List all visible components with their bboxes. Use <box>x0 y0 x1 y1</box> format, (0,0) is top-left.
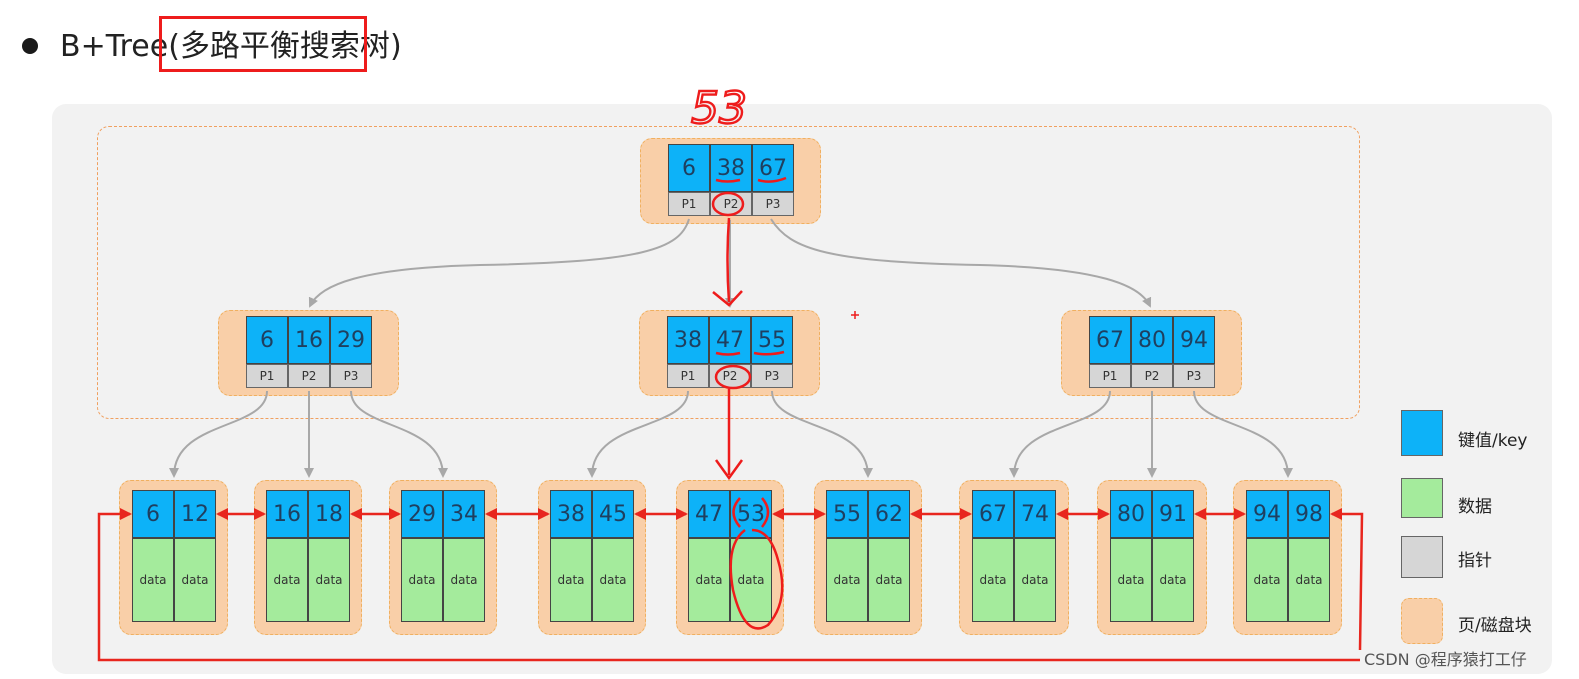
pointer-cell: P3 <box>330 364 372 388</box>
pointer-cell: P3 <box>751 364 793 388</box>
leaf-data-cell: data <box>826 538 868 622</box>
title-highlight: 多路平衡搜索树 <box>179 29 390 64</box>
leaf-data-cell: data <box>401 538 443 622</box>
pointer-cell: P1 <box>246 364 288 388</box>
leaf-links <box>97 508 1364 662</box>
leaf-key-cell: 91 <box>1152 490 1194 538</box>
leaf-data-cell: data <box>308 538 350 622</box>
key-cell: 29 <box>330 316 372 364</box>
leaf-key-cell: 98 <box>1288 490 1330 538</box>
edge-internal-2-p3 <box>1193 390 1293 478</box>
leaf-data-cell: data <box>730 538 772 622</box>
edge-internal-1-p1 <box>587 390 689 478</box>
pointer-cell: P2 <box>1131 364 1173 388</box>
legend-swatch-data <box>1401 478 1443 518</box>
key-cell: 38 <box>710 144 752 192</box>
pointer-cell: P1 <box>1089 364 1131 388</box>
tree-edges <box>169 218 1293 478</box>
leaf-data-cell: data <box>1288 538 1330 622</box>
crosshair-icon <box>851 311 859 319</box>
pointer-cell: P3 <box>1173 364 1215 388</box>
leaf-data-cell: data <box>1152 538 1194 622</box>
red-arrowhead-1 <box>712 290 743 307</box>
underline-38 <box>715 178 741 183</box>
underline-55 <box>753 350 785 356</box>
watermark: CSDN @程序猿打工仔 <box>1364 650 1527 669</box>
paren-53 <box>732 497 770 528</box>
legend-swatch-page <box>1401 598 1443 644</box>
key-cell: 67 <box>752 144 794 192</box>
key-cell: 94 <box>1173 316 1215 364</box>
leaf-data-cell: data <box>550 538 592 622</box>
key-cell: 6 <box>668 144 710 192</box>
leaf-key-cell: 67 <box>972 490 1014 538</box>
leaf-data-cell: data <box>592 538 634 622</box>
leaf-key-cell: 45 <box>592 490 634 538</box>
leaf-key-cell: 47 <box>688 490 730 538</box>
edge-root-p1 <box>308 218 690 308</box>
leaf-key-cell: 53 <box>730 490 772 538</box>
edge-internal-1-p3 <box>771 390 873 478</box>
bullet-icon <box>22 38 38 54</box>
leaf-key-cell: 62 <box>868 490 910 538</box>
legend-label-key: 键值/key <box>1458 431 1528 451</box>
pointer-cell: P1 <box>667 364 709 388</box>
key-cell: 38 <box>667 316 709 364</box>
leaf-data-cell: data <box>443 538 485 622</box>
pointer-cell: P3 <box>752 192 794 216</box>
legend-swatch-key <box>1401 410 1443 456</box>
underline-67 <box>757 176 787 183</box>
leaf-data-cell: data <box>174 538 216 622</box>
leaf-key-cell: 74 <box>1014 490 1056 538</box>
key-cell: 80 <box>1131 316 1173 364</box>
key-cell: 6 <box>246 316 288 364</box>
leaf-data-cell: data <box>868 538 910 622</box>
handwritten-annotations: 53 <box>690 82 859 630</box>
leaf-key-cell: 80 <box>1110 490 1152 538</box>
edge-root-p3 <box>770 218 1152 308</box>
leaf-key-cell: 38 <box>550 490 592 538</box>
pointer-cell: P1 <box>668 192 710 216</box>
leaf-key-cell: 94 <box>1246 490 1288 538</box>
edge-internal-0-p1 <box>169 390 268 478</box>
circle-internal-p2 <box>714 364 752 390</box>
leaf-data-cell: data <box>1246 538 1288 622</box>
leaf-loop-right <box>1330 508 1364 651</box>
leaf-key-cell: 18 <box>308 490 350 538</box>
leaf-data-cell: data <box>688 538 730 622</box>
legend-label-data: 数据 <box>1458 497 1492 517</box>
key-cell: 47 <box>709 316 751 364</box>
edge-internal-2-p1 <box>1009 390 1111 478</box>
underline-47 <box>715 351 741 356</box>
leaf-key-cell: 12 <box>174 490 216 538</box>
title-suffix: ) <box>389 29 402 64</box>
leaf-key-cell: 6 <box>132 490 174 538</box>
pointer-cell: P2 <box>288 364 330 388</box>
leaf-key-cell: 55 <box>826 490 868 538</box>
key-cell: 55 <box>751 316 793 364</box>
key-cell: 67 <box>1089 316 1131 364</box>
handwritten-search-key: 53 <box>691 83 747 134</box>
legend-swatch-pointer <box>1401 536 1443 578</box>
title-highlight-box <box>159 16 367 72</box>
red-path-root-to-internal <box>726 217 731 303</box>
leaf-key-cell: 29 <box>401 490 443 538</box>
edge-internal-0-p3 <box>350 390 448 478</box>
leaf-loop-bottom <box>97 508 1360 662</box>
leaf-data-cell: data <box>1014 538 1056 622</box>
key-cell: 16 <box>288 316 330 364</box>
circle-root-p2 <box>711 191 745 217</box>
leaf-data-cell: data <box>266 538 308 622</box>
leaf-data-cell: data <box>132 538 174 622</box>
leaf-data-cell: data <box>972 538 1014 622</box>
leaf-key-cell: 16 <box>266 490 308 538</box>
leaf-data-cell: data <box>1110 538 1152 622</box>
legend-label-page: 页/磁盘块 <box>1458 616 1532 636</box>
circle-data-53 <box>729 528 784 630</box>
red-arrowhead-2 <box>714 459 744 481</box>
leaf-key-cell: 34 <box>443 490 485 538</box>
legend-label-pointer: 指针 <box>1458 551 1492 571</box>
